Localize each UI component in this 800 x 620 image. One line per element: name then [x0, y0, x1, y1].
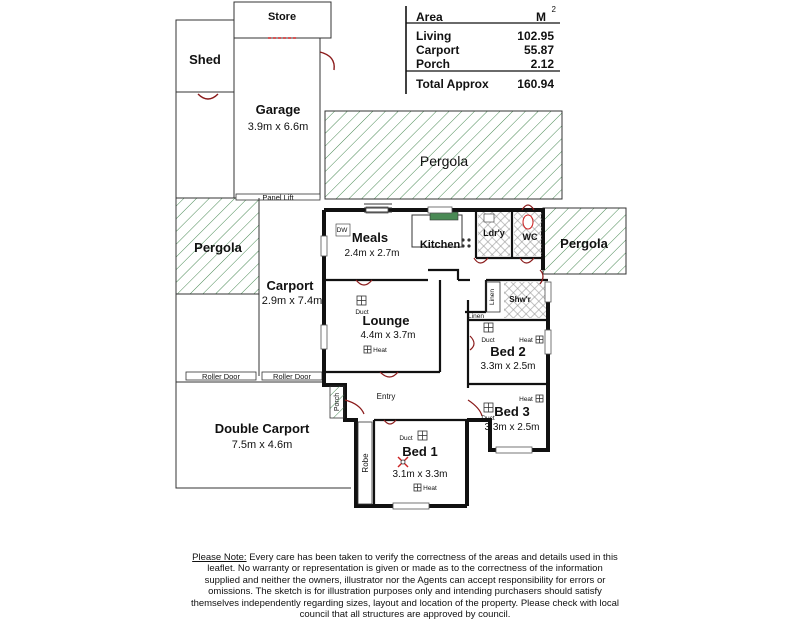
robe-area — [357, 421, 373, 505]
note-text: Every care has been taken to verify the … — [190, 552, 620, 620]
kitchen-label: Kitchen — [420, 239, 461, 251]
heat-icons — [363, 335, 544, 492]
porch-area — [329, 385, 345, 419]
pergola-right-label: Pergola — [560, 236, 608, 251]
area-row-label: Carport — [416, 43, 460, 57]
duct-icons — [356, 295, 494, 441]
bed1-label: Bed 1 — [402, 444, 437, 459]
double-carport-label: Double Carport — [215, 421, 310, 436]
area-header-label: Area — [416, 10, 443, 24]
area-total-label: Total Approx — [416, 77, 489, 91]
area-row-porch: Porch 2.12 — [416, 57, 558, 71]
bed2-dim: 3.3m x 2.5m — [480, 361, 535, 372]
bed2-label: Bed 2 — [490, 344, 525, 359]
interior-walls — [324, 210, 548, 506]
bed2-duct: Duct — [481, 337, 495, 344]
bed1-heat: Heat — [423, 485, 437, 492]
area-row-value: 55.87 — [523, 43, 554, 57]
double-carport-dim: 7.5m x 4.6m — [232, 439, 293, 451]
pergola-left-area — [175, 197, 260, 295]
area-row-carport: Carport 55.87 — [416, 43, 558, 57]
meals-label: Meals — [352, 230, 388, 245]
area-table-lines — [405, 6, 560, 94]
roller-door-right-label: Roller Door — [273, 372, 311, 381]
garage-label: Garage — [256, 102, 301, 117]
meals-dim: 2.4m x 2.7m — [344, 248, 399, 259]
panel-lift-label: Panel Lift — [262, 193, 294, 202]
lounge-heat: Heat — [373, 347, 387, 354]
area-row-value: 2.12 — [530, 57, 554, 71]
house-walls — [322, 208, 550, 508]
bed1-dim: 3.1m x 3.3m — [392, 469, 447, 480]
garage-dim: 3.9m x 6.6m — [248, 121, 309, 133]
shed-outline — [175, 19, 234, 199]
panel-lift-door — [235, 193, 321, 201]
pergola-right-area — [542, 207, 627, 275]
area-table: Area M 2 Living 102.95 Carport 55.87 Por… — [402, 5, 560, 94]
lounge-label: Lounge — [363, 313, 410, 328]
laundry-trough — [483, 213, 495, 223]
dw-label: DW — [337, 227, 349, 234]
garage-door-swing — [319, 51, 335, 71]
area-row-value: 102.95 — [517, 29, 554, 43]
lounge-dim: 4.4m x 3.7m — [360, 330, 415, 341]
store-label: Store — [268, 11, 296, 23]
shower-label: Shw'r — [509, 295, 530, 304]
area-row-living: Living 102.95 — [416, 29, 558, 43]
linen-cupboard — [485, 281, 501, 313]
roller-door-left — [185, 371, 257, 381]
bed3-heat: Heat — [519, 396, 533, 403]
sliding-door-meals — [364, 203, 392, 213]
toilet — [522, 214, 534, 230]
area-header-unit-power: 2 — [551, 5, 556, 14]
double-carport-outline — [175, 294, 351, 489]
area-row-label: Living — [416, 29, 452, 43]
area-total-value: 160.94 — [517, 77, 554, 91]
laundry-label: Ldr'y — [483, 228, 505, 238]
bed3-duct: Duct — [481, 415, 495, 422]
garage-area — [233, 37, 321, 199]
door-swings — [344, 204, 544, 425]
shed-label: Shed — [189, 52, 221, 67]
area-header: Area M 2 — [416, 5, 558, 24]
windows — [320, 206, 552, 510]
linen-label: Linen — [468, 313, 484, 320]
carport-label: Carport — [267, 278, 315, 293]
dishwasher — [335, 223, 351, 237]
floor-plan: Store Shed Garage 3.9m x 6.6m Pergola Pe… — [175, 1, 627, 510]
shed-door-swing — [197, 93, 219, 100]
porch-label: Porch — [334, 393, 341, 411]
lounge-duct: Duct — [355, 309, 369, 316]
pergola-top-area — [324, 110, 563, 200]
bed3-label: Bed 3 — [494, 404, 529, 419]
wc-label: WC — [523, 232, 538, 242]
note-title: Please Note: — [192, 552, 247, 563]
area-row-total: Total Approx 160.94 — [416, 77, 558, 91]
area-row-label: Porch — [416, 57, 451, 71]
carport-dim: 2.9m x 7.4m — [262, 295, 323, 307]
shower-tiles — [504, 282, 546, 318]
disclaimer-note: Please Note: Every care has been taken t… — [190, 552, 620, 620]
bed1-duct: Duct — [399, 435, 413, 442]
robe-label: Robe — [361, 453, 370, 473]
pergola-top-label: Pergola — [420, 153, 468, 169]
entry-label: Entry — [377, 392, 396, 401]
area-header-unit: M — [536, 10, 546, 24]
cooktop — [461, 238, 471, 248]
bed2-heat: Heat — [519, 337, 533, 344]
ceiling-fan-icon — [397, 456, 409, 468]
pergola-left-label: Pergola — [194, 240, 242, 255]
roller-door-left-label: Roller Door — [202, 372, 240, 381]
linen-label-vertical: Linen — [489, 289, 496, 305]
bed3-dim: 3.3m x 2.5m — [484, 422, 539, 433]
